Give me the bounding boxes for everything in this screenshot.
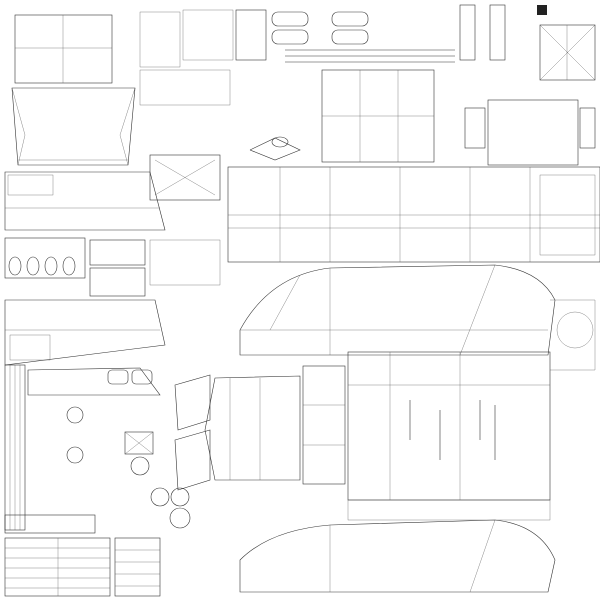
uv-island-top-left-panel [11,14,136,166]
uv-island-small-parts-top [139,4,596,106]
uv-island-center-upper [249,69,596,166]
uv-island-bottom-left [4,364,191,534]
uv-island-left-strips [4,171,221,366]
uv-island-wing-lower [239,499,556,593]
uv-island-bottom-tables [4,537,161,597]
uv-island-main-grid [227,166,600,263]
uv-island-center-boxes [174,365,346,491]
uv-island-small-ovals [8,154,221,276]
uv-island-wing-upper [239,264,556,356]
